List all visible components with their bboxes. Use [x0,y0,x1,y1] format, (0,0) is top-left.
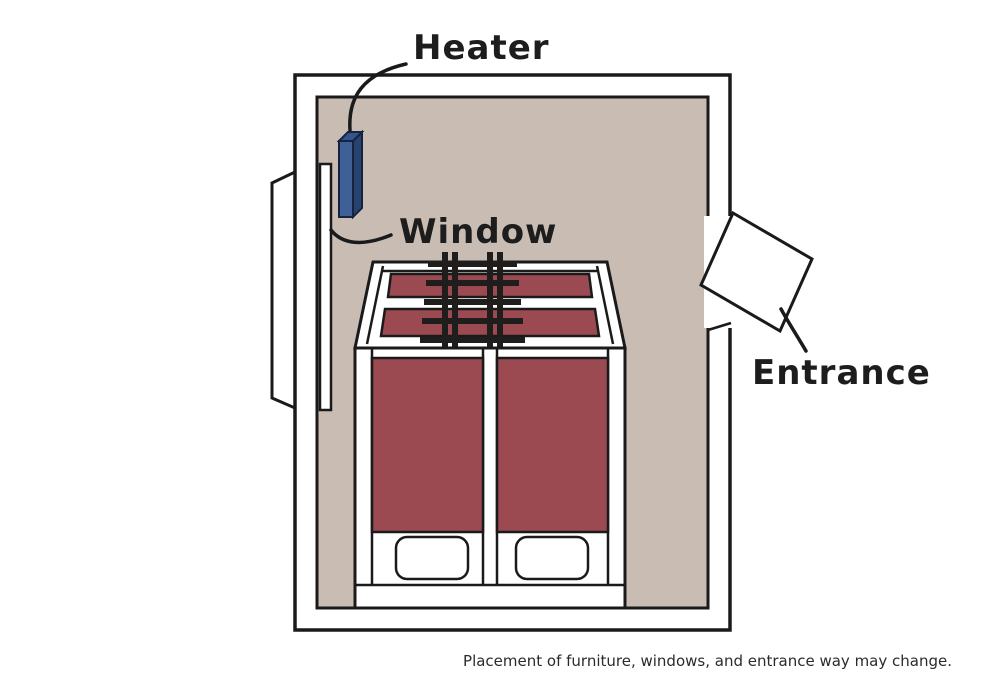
frame-line [595,265,615,345]
bed-panel-cutout-left [394,535,470,581]
heater-side-face [352,129,363,220]
ladder-rung [422,318,523,324]
ladder-rung [420,337,525,343]
ladder-rung [426,280,519,286]
entrance-label: Entrance [752,353,931,393]
door-jamb-line [707,321,732,332]
window-bay [270,169,297,411]
heater-label: Heater [413,28,550,68]
entrance-door [699,210,814,334]
window-label: Window [399,212,557,252]
frame-line [365,265,385,345]
entrance-leader-line [779,307,808,353]
window [318,162,333,412]
annotations: Heater Window Entrance Placement of furn… [329,28,952,670]
bunk-beds [353,252,627,610]
ladder [420,252,525,350]
lower-bunk-left-mattress [370,356,485,534]
heater-leader-line [348,62,408,132]
heater [336,129,365,220]
ladder-rung [424,299,521,305]
bed-panel-cutout-right [514,535,590,581]
caption: Placement of furniture, windows, and ent… [463,652,952,670]
window-leader-line [329,228,393,245]
heater-front-face [338,140,354,218]
lower-bunk-right-mattress [495,356,610,534]
ladder-rung [428,261,517,267]
